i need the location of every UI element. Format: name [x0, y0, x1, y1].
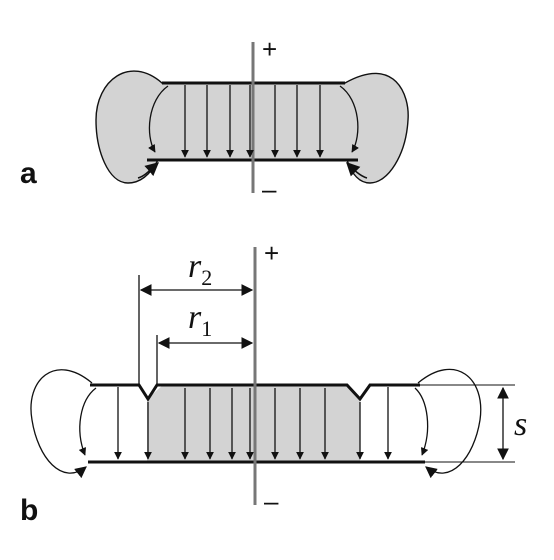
- panel-b-right-fringe-loop: [417, 368, 482, 479]
- r2-label: r2: [188, 248, 212, 290]
- panel-b: + – r2 r1 s b: [20, 238, 527, 527]
- panel-b-right-inner-curve: [414, 387, 429, 456]
- s-label: s: [514, 406, 527, 443]
- panel-b-left-inner-curve: [78, 387, 97, 456]
- r1-label: r1: [188, 299, 212, 341]
- panel-b-plus: +: [264, 238, 279, 268]
- panel-a-plus: +: [262, 34, 277, 64]
- panel-a-field-arrows: [181, 85, 324, 158]
- panel-a-minus: –: [262, 174, 277, 204]
- panel-b-minus: –: [264, 486, 279, 516]
- panel-b-letter: b: [20, 494, 38, 527]
- panel-a-right-outer-arrow: [346, 162, 368, 179]
- panel-b-field-arrows: [114, 387, 392, 460]
- panel-b-left-fringe-loop: [30, 369, 93, 479]
- panel-a-letter: a: [20, 157, 37, 190]
- panel-a-left-outer-arrow: [137, 162, 160, 179]
- panel-a-right-inner-curve: [339, 85, 359, 153]
- panel-a-left-inner-curve: [148, 85, 169, 153]
- panel-b-top-plate: [90, 383, 420, 402]
- panel-a: + – a: [20, 34, 409, 204]
